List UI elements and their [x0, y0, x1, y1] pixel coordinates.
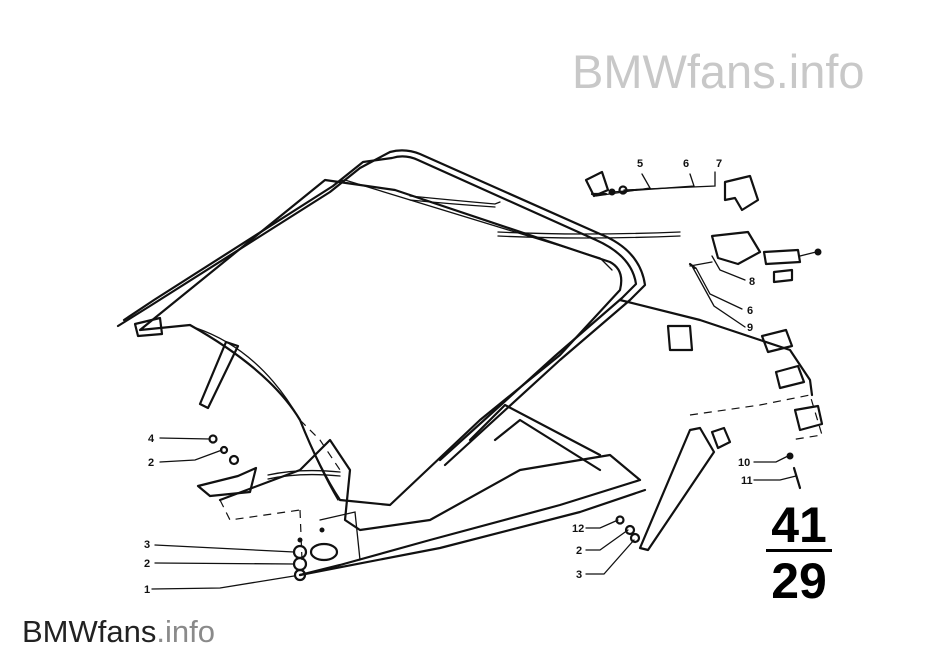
group-number-divider — [766, 549, 832, 552]
callout-2-right: 2 — [576, 545, 582, 557]
lid-strut-right — [638, 426, 716, 552]
watermark-top: BMWfans.info — [572, 45, 865, 98]
group-number-main: 41 — [771, 497, 827, 553]
callout-6-mid: 6 — [747, 305, 753, 317]
callout-10: 10 — [738, 457, 750, 469]
callout-9: 9 — [747, 322, 753, 334]
left-hinge-parts — [196, 434, 308, 582]
watermark-bottom-suffix: .info — [156, 614, 215, 649]
hinge-bracket — [723, 174, 760, 212]
strip-clip-4 — [793, 404, 824, 432]
callout-2-lower: 2 — [144, 558, 150, 570]
trunk-lock — [710, 230, 762, 266]
lock-cap — [772, 268, 794, 284]
leader-lines — [151, 171, 797, 590]
lid-corner-bracket — [133, 316, 164, 338]
left-hinge — [196, 466, 258, 498]
callout-12: 12 — [572, 523, 584, 535]
callout-7: 7 — [716, 158, 722, 170]
strip-clip-1 — [666, 324, 694, 352]
weather-strip — [409, 195, 823, 441]
lid-strut-left — [198, 340, 240, 410]
callout-3-left: 3 — [144, 539, 150, 551]
callout-6-top: 6 — [683, 158, 689, 170]
body-hole — [309, 542, 339, 562]
lock-cylinder — [762, 248, 802, 266]
strut-clip — [710, 426, 732, 450]
callout-8: 8 — [749, 276, 755, 288]
callout-1: 1 — [144, 584, 150, 596]
callout-4: 4 — [148, 433, 155, 445]
strip-clip-3 — [774, 364, 806, 390]
clip-top — [584, 170, 610, 198]
watermark-bottom: BMWfans.info — [22, 614, 215, 650]
callout-3-right: 3 — [576, 569, 582, 581]
callout-11: 11 — [741, 475, 753, 487]
callout-2-left: 2 — [148, 457, 154, 469]
callout-5: 5 — [637, 158, 643, 170]
trunk-lid — [116, 149, 647, 561]
right-parts — [584, 170, 824, 552]
watermark-bottom-brand: BMWfans — [22, 614, 157, 649]
callouts: 5 6 7 8 6 9 4 2 3 2 1 12 2 3 10 11 — [144, 158, 755, 596]
group-number-sub: 29 — [771, 553, 827, 609]
car-body — [218, 403, 647, 577]
strip-clip-2 — [760, 328, 794, 354]
